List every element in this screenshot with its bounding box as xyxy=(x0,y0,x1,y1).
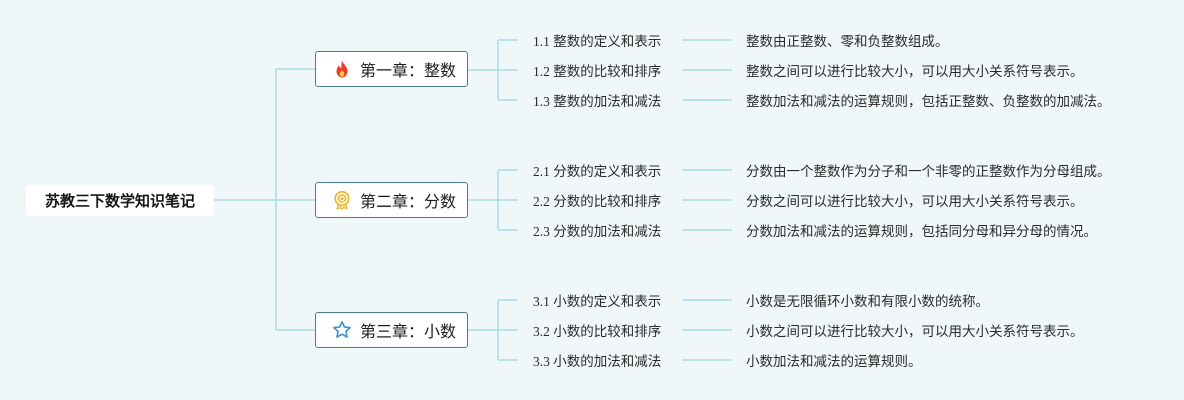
section-2-3[interactable]: 2.3 分数的加法和减法 xyxy=(533,221,661,239)
detail-1-1[interactable]: 整数由正整数、零和负整数组成。 xyxy=(746,31,949,49)
detail-3-2[interactable]: 小数之间可以进行比较大小，可以用大小关系符号表示。 xyxy=(746,321,1084,339)
section-label: 1.3 整数的加法和减法 xyxy=(533,94,662,109)
section-1-1[interactable]: 1.1 整数的定义和表示 xyxy=(533,31,661,49)
detail-3-1[interactable]: 小数是无限循环小数和有限小数的统称。 xyxy=(746,291,989,309)
section-label: 2.1 分数的定义和表示 xyxy=(533,164,662,179)
detail-text: 小数加法和减法的运算规则。 xyxy=(746,354,922,369)
detail-text: 整数加法和减法的运算规则，包括正整数、负整数的加减法。 xyxy=(746,94,1111,109)
section-1-2[interactable]: 1.2 整数的比较和排序 xyxy=(533,61,661,79)
section-label: 2.3 分数的加法和减法 xyxy=(533,224,662,239)
medal-icon xyxy=(332,190,352,210)
detail-text: 小数是无限循环小数和有限小数的统称。 xyxy=(746,294,989,309)
chapter-3-connector xyxy=(468,299,518,361)
detail-text: 小数之间可以进行比较大小，可以用大小关系符号表示。 xyxy=(746,324,1084,339)
section-3-2[interactable]: 3.2 小数的比较和排序 xyxy=(533,321,661,339)
detail-text: 整数之间可以进行比较大小，可以用大小关系符号表示。 xyxy=(746,64,1084,79)
chapter-2-label: 第二章：分数 xyxy=(360,194,457,211)
fire-icon xyxy=(332,59,352,79)
root-topic[interactable]: 苏教三下数学知识笔记 xyxy=(26,185,214,216)
detail-3-3[interactable]: 小数加法和减法的运算规则。 xyxy=(746,351,922,369)
section-label: 1.1 整数的定义和表示 xyxy=(533,34,662,49)
detail-text: 整数由正整数、零和负整数组成。 xyxy=(746,34,949,49)
star-icon xyxy=(332,320,352,340)
root-topic-label: 苏教三下数学知识笔记 xyxy=(44,192,195,210)
section-2-2[interactable]: 2.2 分数的比较和排序 xyxy=(533,191,661,209)
section-3-3[interactable]: 3.3 小数的加法和减法 xyxy=(533,351,661,369)
chapter-1-connector xyxy=(468,39,518,101)
detail-text: 分数由一个整数作为分子和一个非零的正整数作为分母组成。 xyxy=(746,164,1111,179)
chapter-2-topic[interactable]: 第二章：分数 xyxy=(315,182,468,218)
section-detail-connectors xyxy=(682,39,732,361)
chapter-1-topic[interactable]: 第一章：整数 xyxy=(315,51,468,87)
chapter-3-topic[interactable]: 第三章：小数 xyxy=(315,312,468,348)
section-2-1[interactable]: 2.1 分数的定义和表示 xyxy=(533,161,661,179)
detail-text: 分数之间可以进行比较大小，可以用大小关系符号表示。 xyxy=(746,194,1084,209)
section-label: 3.2 小数的比较和排序 xyxy=(533,324,662,339)
detail-text: 分数加法和减法的运算规则，包括同分母和异分母的情况。 xyxy=(746,224,1097,239)
detail-2-2[interactable]: 分数之间可以进行比较大小，可以用大小关系符号表示。 xyxy=(746,191,1084,209)
section-label: 2.2 分数的比较和排序 xyxy=(533,194,662,209)
section-label: 1.2 整数的比较和排序 xyxy=(533,64,662,79)
section-1-3[interactable]: 1.3 整数的加法和减法 xyxy=(533,91,661,109)
detail-2-3[interactable]: 分数加法和减法的运算规则，包括同分母和异分母的情况。 xyxy=(746,221,1097,239)
root-connector xyxy=(214,68,315,331)
chapter-1-label: 第一章：整数 xyxy=(360,63,457,80)
detail-2-1[interactable]: 分数由一个整数作为分子和一个非零的正整数作为分母组成。 xyxy=(746,161,1111,179)
section-3-1[interactable]: 3.1 小数的定义和表示 xyxy=(533,291,661,309)
chapter-2-connector xyxy=(468,169,518,231)
detail-1-2[interactable]: 整数之间可以进行比较大小，可以用大小关系符号表示。 xyxy=(746,61,1084,79)
section-label: 3.1 小数的定义和表示 xyxy=(533,294,662,309)
chapter-3-label: 第三章：小数 xyxy=(360,324,457,341)
detail-1-3[interactable]: 整数加法和减法的运算规则，包括正整数、负整数的加减法。 xyxy=(746,91,1111,109)
section-label: 3.3 小数的加法和减法 xyxy=(533,354,662,369)
